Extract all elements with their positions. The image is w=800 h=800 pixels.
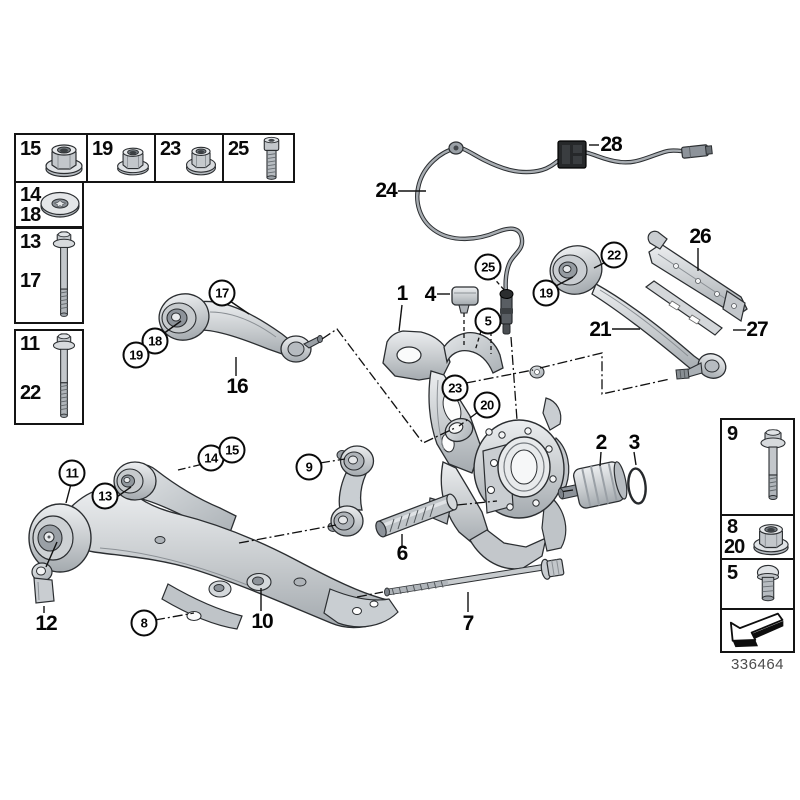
fastener-label: 22 [20, 382, 41, 404]
fastener-cell-9[interactable]: 9 [722, 420, 793, 514]
holder-bracket-drawing [31, 562, 55, 604]
callout-label-10[interactable]: 10 [251, 610, 273, 633]
trailing-arm-drawing [28, 461, 399, 630]
flange-nut-icon [753, 524, 789, 556]
bracket-drawing [647, 230, 748, 322]
wheel-carrier-drawing [382, 330, 570, 570]
callout-label-1[interactable]: 1 [396, 282, 409, 305]
callout-label-16[interactable]: 16 [226, 375, 248, 398]
cap-drawing [451, 286, 479, 314]
callout-label-24[interactable]: 24 [375, 179, 397, 202]
fastener-cell-14-18[interactable]: 14 18 [14, 181, 84, 228]
callout-circle-9[interactable]: 9 [295, 453, 323, 481]
callout-circle-14[interactable]: 14 [197, 444, 225, 472]
callout-label-12[interactable]: 12 [35, 612, 57, 635]
fastener-cell-15[interactable]: 15 [16, 135, 86, 181]
flange-nut-icon [45, 144, 83, 178]
long-bolt-drawing [384, 558, 565, 597]
callout-circle-25[interactable]: 25 [474, 253, 502, 281]
fastener-cell-23[interactable]: 23 [154, 135, 222, 181]
callout-circle-19[interactable]: 19 [532, 279, 560, 307]
fastener-label: 19 [92, 138, 113, 160]
fastener-cell-13-17[interactable]: 13 17 [14, 227, 84, 324]
callout-circle-22[interactable]: 22 [600, 241, 628, 269]
callout-circle-19[interactable]: 19 [122, 341, 150, 369]
flange-bolt-icon [52, 333, 76, 418]
direction-arrow-icon [729, 612, 784, 648]
fastener-table-right: 9 8 20 5 [720, 418, 795, 653]
fastener-label: 5 [727, 562, 738, 584]
bushing-drawing [557, 461, 628, 509]
fastener-cell-5[interactable]: 5 [722, 558, 793, 608]
fastener-label: 13 [20, 231, 41, 253]
callout-label-27[interactable]: 27 [746, 318, 768, 341]
drawing-number: 336464 [730, 656, 785, 673]
callout-circle-8[interactable]: 8 [130, 609, 158, 637]
fastener-label: 20 [724, 536, 745, 558]
track-arm-drawing [158, 293, 323, 363]
cable-holder-drawing [557, 140, 587, 169]
fastener-label: 25 [228, 138, 249, 160]
fastener-label: 17 [20, 270, 41, 292]
callout-circle-17[interactable]: 17 [208, 279, 236, 307]
callout-circle-15[interactable]: 15 [218, 436, 246, 464]
fastener-label: 11 [20, 333, 40, 355]
cable-connector [681, 144, 713, 159]
fastener-label: 15 [20, 138, 41, 160]
fastener-label: 9 [727, 423, 738, 445]
flange-bolt-icon [760, 429, 786, 500]
callout-circle-23[interactable]: 23 [441, 374, 469, 402]
fastener-label: 23 [160, 138, 181, 160]
callout-label-4[interactable]: 4 [424, 283, 437, 306]
assembly-axis-lines [154, 328, 671, 621]
callout-circle-5[interactable]: 5 [474, 307, 502, 335]
callout-label-21[interactable]: 21 [589, 318, 611, 341]
integral-link-drawing [327, 445, 375, 537]
callout-label-2[interactable]: 2 [595, 431, 608, 454]
flange-nut-icon [117, 147, 149, 176]
callout-circle-13[interactable]: 13 [91, 482, 119, 510]
direction-arrow-cell[interactable] [722, 608, 793, 648]
fastener-row-nuts: 15 19 [14, 133, 295, 183]
callout-label-7[interactable]: 7 [462, 612, 475, 635]
socket-head-screw-icon [263, 136, 280, 180]
snap-ring-drawing [627, 467, 647, 505]
threaded-sleeve-drawing [375, 493, 458, 538]
callout-label-26[interactable]: 26 [689, 225, 711, 248]
mounting-plate-drawing [644, 280, 723, 336]
collar-nut-icon [185, 146, 217, 176]
fastener-label: 18 [20, 204, 41, 226]
callout-label-28[interactable]: 28 [600, 133, 622, 156]
plug-pin-icon [756, 564, 780, 602]
callout-label-6[interactable]: 6 [396, 542, 409, 565]
fastener-label: 14 [20, 184, 41, 206]
callout-label-3[interactable]: 3 [628, 431, 641, 454]
abs-sensor-cable-drawing [415, 141, 713, 293]
fastener-cell-25[interactable]: 25 [222, 135, 293, 181]
fastener-cell-11-22[interactable]: 11 22 [14, 329, 84, 425]
fastener-label: 8 [727, 516, 738, 538]
washer-icon [40, 191, 80, 218]
flange-bolt-icon [52, 231, 76, 317]
fastener-cell-8-20[interactable]: 8 20 [722, 514, 793, 558]
callout-circle-20[interactable]: 20 [473, 391, 501, 419]
callout-circle-11[interactable]: 11 [58, 459, 86, 487]
abs-sensor-drawing [499, 289, 514, 335]
fastener-cell-19[interactable]: 19 [86, 135, 154, 181]
